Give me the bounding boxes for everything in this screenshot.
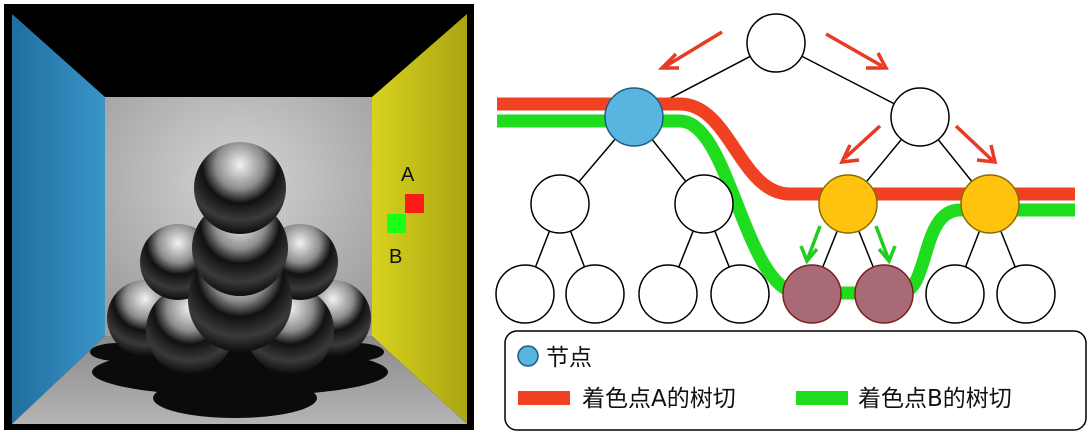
- traversal-arrows-red: [657, 30, 998, 165]
- tree-edges: [524, 42, 1027, 295]
- legend-cut-b-label: 着色点B的树切: [858, 386, 1012, 412]
- tree-diagram: 节点 着色点A的树切 着色点B的树切: [495, 13, 1087, 431]
- arrow-icon: [657, 30, 723, 70]
- marker-b: [387, 214, 406, 233]
- legend-cut-a-swatch: [518, 391, 570, 405]
- legend-node-swatch: [517, 345, 539, 367]
- arrow-icon: [839, 124, 882, 165]
- scene-render: A B: [4, 4, 474, 430]
- arrow-icon: [874, 225, 897, 265]
- tree-node-colored: [960, 174, 1020, 234]
- tree-node: [890, 87, 950, 147]
- tree-node: [530, 174, 590, 234]
- tree-node-highlighted: [604, 87, 664, 147]
- legend-cut-a-label: 着色点A的树切: [582, 386, 736, 412]
- legend-cut-b-swatch: [796, 391, 848, 405]
- arrow-icon: [799, 225, 822, 265]
- arrow-icon: [954, 124, 998, 165]
- tree-leaf: [495, 264, 555, 324]
- tree-node-colored: [818, 174, 878, 234]
- traversal-arrows-green: [799, 225, 897, 265]
- left-wall: [12, 14, 105, 424]
- arrow-icon: [825, 32, 889, 70]
- tree-leaf: [710, 264, 770, 324]
- tree-leaf: [638, 264, 698, 324]
- tree-leaf: [996, 264, 1056, 324]
- tree-leaf: [925, 264, 985, 324]
- right-wall: [372, 14, 467, 424]
- tree-node-root: [746, 13, 806, 73]
- legend-node-label: 节点: [546, 345, 592, 371]
- tree-cut-a-curve: [497, 97, 1075, 201]
- tree-leaf: [565, 264, 625, 324]
- marker-a: [405, 194, 424, 213]
- sphere-pyramid: [107, 142, 371, 374]
- label-a: A: [401, 164, 415, 186]
- tree-nodes: [495, 13, 1056, 324]
- sphere: [194, 142, 286, 234]
- tree-node: [674, 174, 734, 234]
- tree-leaf-dark: [782, 264, 842, 324]
- tree-leaf-dark: [854, 264, 914, 324]
- legend: 节点 着色点A的树切 着色点B的树切: [504, 330, 1087, 431]
- legend-box: [504, 330, 1087, 431]
- label-b: B: [389, 246, 402, 268]
